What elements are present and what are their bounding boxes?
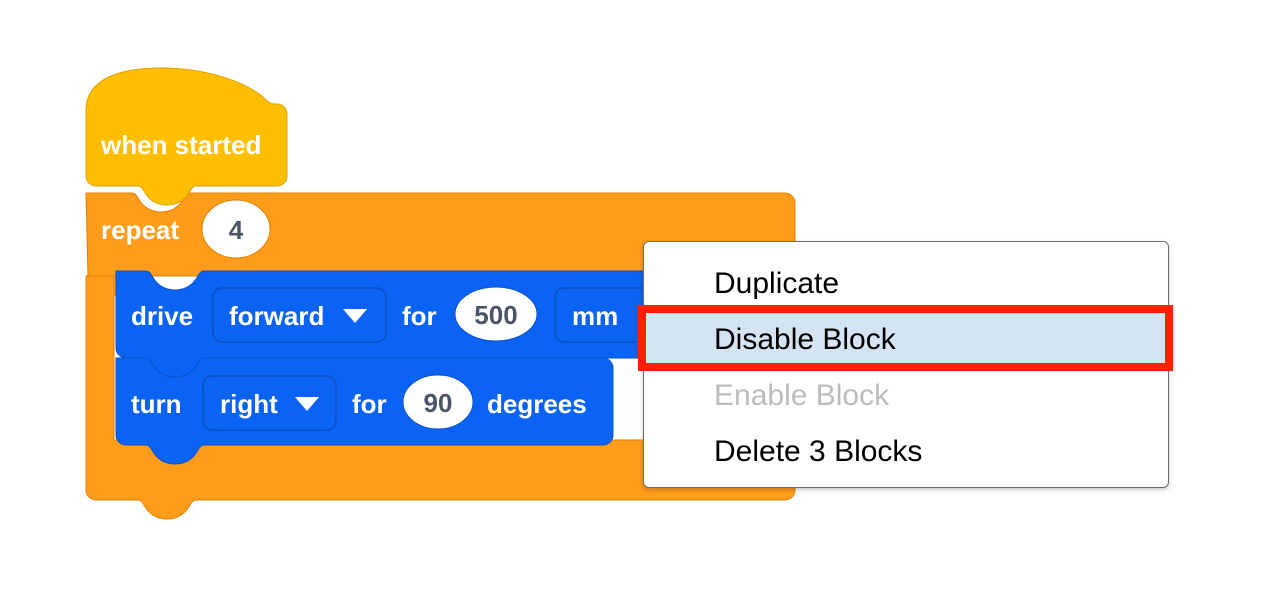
repeat-count-value: 4 <box>229 215 244 245</box>
drive-direction-dropdown-bg[interactable] <box>212 287 387 343</box>
turn-direction-dropdown[interactable]: right <box>202 375 337 431</box>
when-started-block-shape[interactable] <box>85 67 288 206</box>
menu-item-duplicate[interactable]: Duplicate <box>714 267 840 300</box>
turn-direction-dropdown-bg[interactable] <box>202 375 337 431</box>
drive-unit-value: mm <box>572 301 618 331</box>
context-menu[interactable]: Duplicate Disable Block Enable Block Del… <box>643 241 1169 488</box>
drive-direction-value: forward <box>229 301 324 331</box>
menu-item-delete-3-blocks[interactable]: Delete 3 Blocks <box>714 435 923 468</box>
turn-block[interactable]: turn right for 90 degrees <box>115 357 614 465</box>
turn-preposition-label: for <box>352 389 387 419</box>
turn-direction-value: right <box>220 389 278 419</box>
repeat-count-oval[interactable] <box>201 199 271 259</box>
chevron-down-icon[interactable] <box>295 397 319 411</box>
turn-amount-oval[interactable] <box>402 374 474 430</box>
drive-direction-dropdown[interactable]: forward <box>212 287 387 343</box>
repeat-block-label: repeat <box>101 215 179 245</box>
menu-item-enable-block: Enable Block <box>714 379 890 412</box>
turn-unit-label: degrees <box>487 389 587 419</box>
drive-amount-value: 500 <box>474 300 517 330</box>
when-started-label: when started <box>100 130 261 160</box>
menu-item-disable-block[interactable]: Disable Block <box>644 312 1168 368</box>
turn-verb-label: turn <box>131 389 182 419</box>
chevron-down-icon[interactable] <box>343 309 367 323</box>
drive-verb-label: drive <box>131 301 193 331</box>
repeat-block[interactable]: repeat 4 <box>85 192 796 520</box>
drive-preposition-label: for <box>402 301 437 331</box>
when-started-block[interactable]: when started <box>85 67 288 206</box>
drive-amount-oval[interactable] <box>454 286 538 342</box>
drive-block[interactable]: drive forward for 500 mm <box>115 270 701 378</box>
turn-amount-value: 90 <box>424 388 453 418</box>
